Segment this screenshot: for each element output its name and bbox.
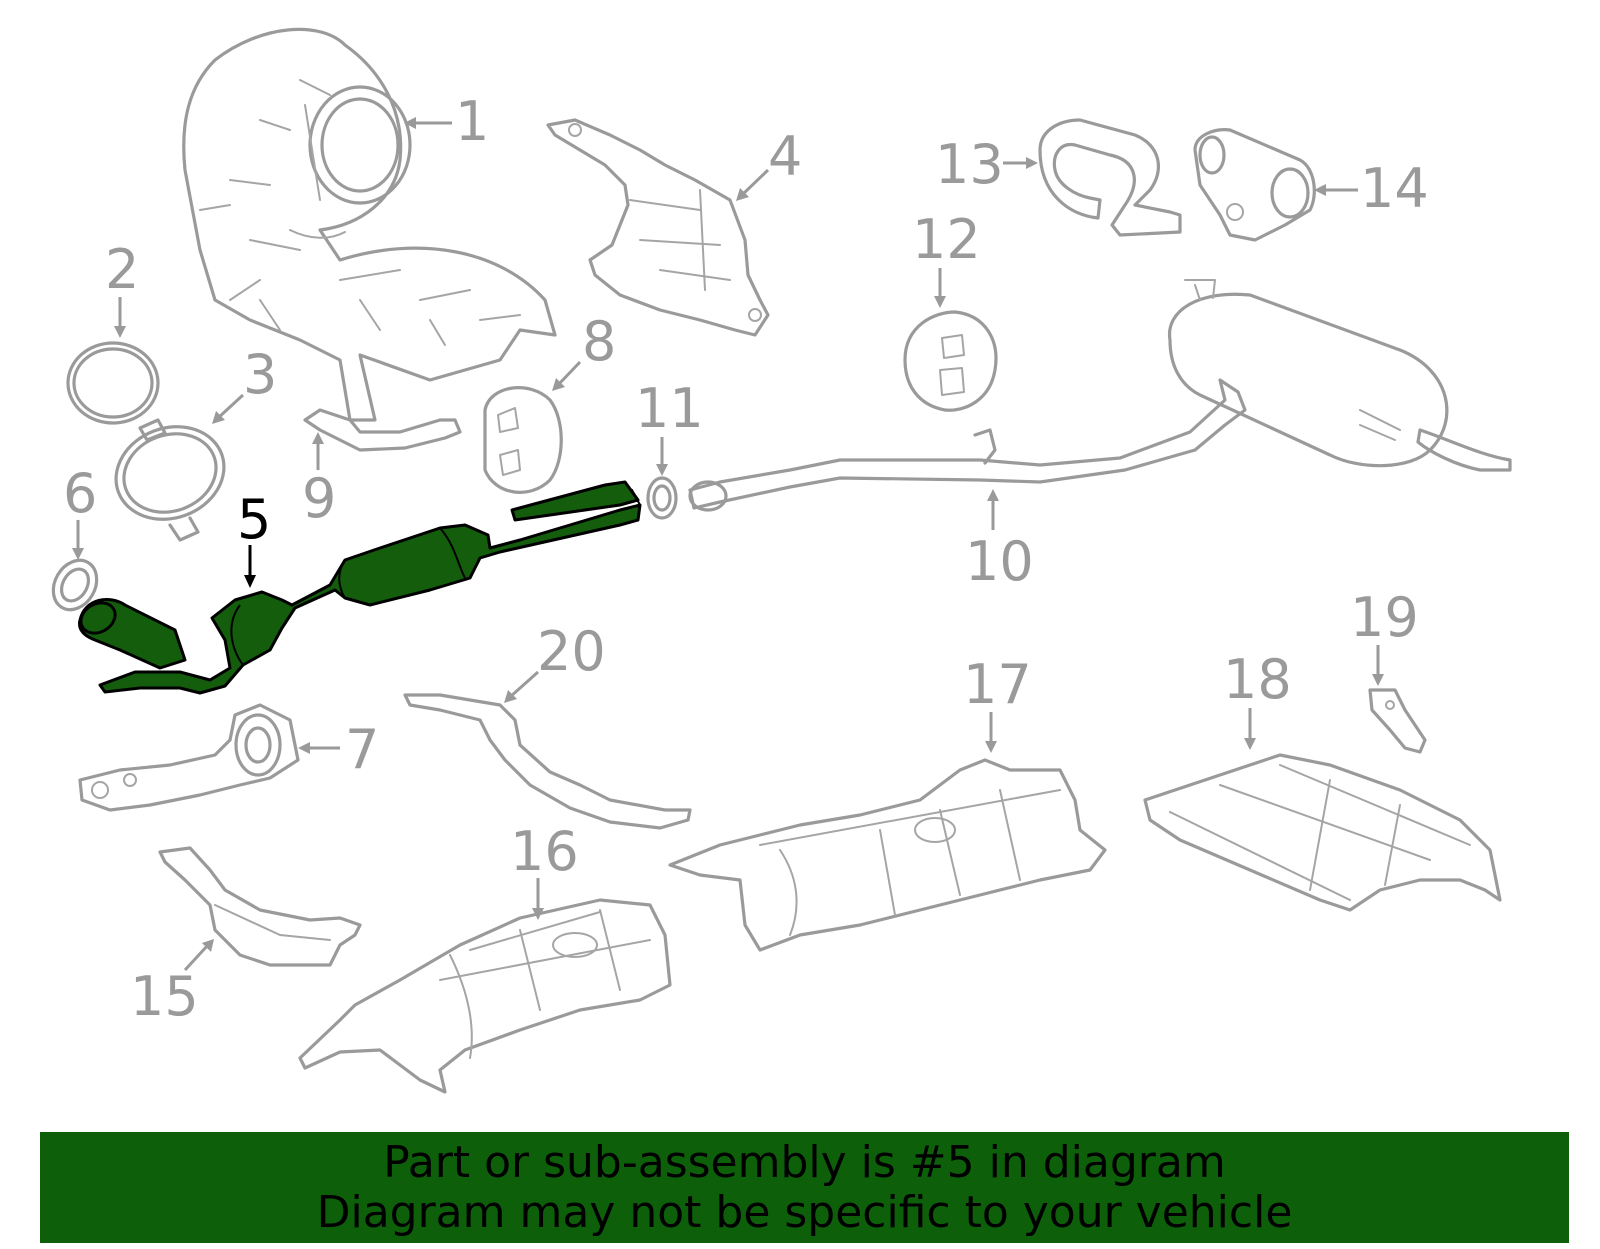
callouts: 1 2 3 4 5 6 7 8 9 10 11 12 13 14 15 16 1 (63, 90, 1429, 1028)
callout-2: 2 (105, 238, 139, 301)
callout-4: 4 (768, 125, 802, 188)
callout-16: 16 (510, 820, 579, 883)
part-16-heat-shield (298, 898, 672, 1094)
part-9-bracket-rod (303, 408, 462, 452)
part-8-insulator (483, 386, 563, 494)
part-1-exhaust-manifold (182, 27, 557, 422)
callout-19: 19 (1350, 586, 1419, 649)
part-4-heat-shield (546, 118, 770, 337)
part-15-bracket (158, 846, 362, 967)
callout-10: 10 (965, 530, 1034, 593)
callout-5: 5 (237, 488, 271, 551)
part-2-gasket (66, 341, 160, 425)
callout-20: 20 (537, 620, 606, 683)
banner-line-2: Diagram may not be specific to your vehi… (316, 1186, 1293, 1238)
callout-13: 13 (935, 133, 1004, 196)
part-5-catalytic-converter-pipe (78, 480, 642, 695)
part-13-hanger-rod (1038, 118, 1182, 237)
exhaust-parts-diagram: 1 2 3 4 5 6 7 8 9 10 11 12 13 14 15 16 1 (51, 27, 1512, 1094)
part-19-small-bracket (1368, 688, 1427, 754)
callout-14: 14 (1360, 157, 1429, 220)
part-6-gasket (51, 558, 99, 612)
banner-line-1: Part or sub-assembly is #5 in diagram (383, 1136, 1226, 1188)
callout-9: 9 (302, 467, 336, 530)
info-banner: Part or sub-assembly is #5 in diagram Di… (40, 1132, 1569, 1243)
callout-6: 6 (63, 462, 97, 525)
callout-3: 3 (243, 343, 277, 406)
part-14-mount (1193, 128, 1316, 242)
part-11-gasket (646, 476, 678, 520)
part-3-clamp (114, 418, 226, 542)
part-10-muffler-pipe (688, 279, 1512, 512)
callout-12: 12 (912, 208, 981, 271)
callout-15: 15 (130, 965, 199, 1028)
callout-11: 11 (635, 377, 704, 440)
callout-17: 17 (963, 653, 1032, 716)
callout-1: 1 (455, 90, 489, 153)
part-18-floor-heat-shield (1143, 753, 1502, 912)
callout-8: 8 (582, 310, 616, 373)
callout-18: 18 (1223, 648, 1292, 711)
part-20-bracket (403, 693, 692, 830)
callout-7: 7 (345, 718, 379, 781)
part-7-bracket (78, 703, 300, 812)
part-17-heat-shield (668, 758, 1107, 952)
part-12-insulator (903, 310, 998, 412)
